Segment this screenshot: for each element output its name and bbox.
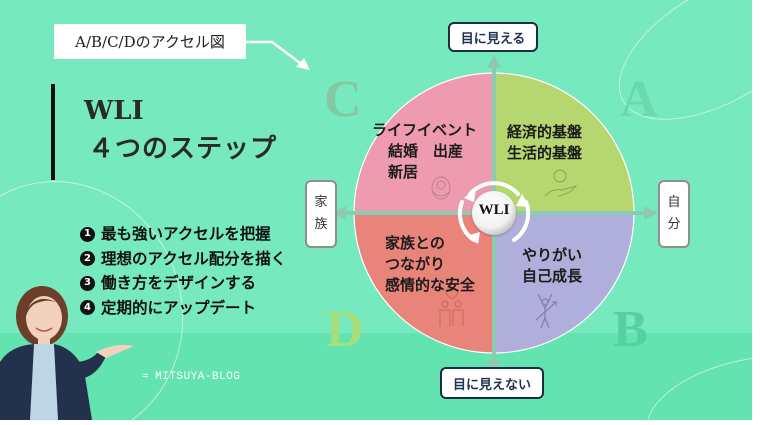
quadrant-top-right [493, 72, 635, 214]
step-label: 最も強いアクセルを把握 [101, 224, 271, 243]
quadrant-diagram [332, 54, 658, 374]
title-accent-bar [51, 84, 55, 180]
quadrant-letter-b: B [613, 301, 648, 358]
quadrant-bottom-right [493, 212, 635, 354]
brand-watermark: ≈ MITSUYA-BLOG [142, 371, 240, 383]
axis-char: 分 [667, 217, 681, 232]
steps-list: 1 最も強いアクセルを把握 2 理想のアクセル配分を描く 3 働き方をデザインする 4… [80, 222, 286, 320]
logo-icon: ≈ [142, 371, 150, 383]
page-title: WLI ４つのステップ [84, 92, 277, 168]
step-number-icon: 3 [80, 275, 95, 291]
axis-char: 族 [314, 217, 328, 232]
quadrant-line: ライフイベント [372, 121, 478, 139]
brand-label: MITSUYA-BLOG [155, 371, 241, 383]
quadrant-bottom-left [353, 212, 495, 354]
step-label: 理想のアクセル配分を描く [101, 248, 287, 268]
quadrant-line: やりがい [522, 246, 583, 264]
title-line-1: WLI [84, 96, 144, 126]
step-item: 1 最も強いアクセルを把握 [80, 222, 286, 247]
axis-label-left: 家 族 [305, 180, 337, 248]
quadrant-letter-d: D [326, 301, 364, 358]
quadrant-text-top-right: 経済的基盤 生活的基盤 [507, 122, 582, 164]
step-item: 2 理想のアクセル配分を描く [80, 247, 286, 272]
callout-arrow-icon [244, 40, 310, 70]
baby-icon [431, 176, 451, 200]
quadrant-line: 新居 [388, 163, 419, 181]
quadrant-top-left [353, 72, 495, 214]
quadrant-line: 生活的基盤 [507, 144, 583, 162]
step-label: 働き方をデザインする [101, 273, 257, 292]
axis-label-top: 目に見える [448, 22, 538, 52]
quadrant-text-top-left: ライフイベント 結婚 出産 新居 [372, 120, 477, 183]
quadrant-line: 結婚 出産 [388, 142, 464, 160]
presenter-illustration [0, 286, 134, 420]
couple-heart-icon [439, 288, 464, 326]
step-number-icon: 4 [80, 300, 95, 316]
quadrant-line: 経済的基盤 [507, 123, 583, 141]
money-hand-icon [544, 169, 578, 197]
callout-label: A/B/C/Dのアクセル図 [54, 24, 246, 59]
axis-char: 自 [667, 195, 681, 210]
center-wli-label: WLI [478, 202, 510, 218]
slide-canvas: A/B/C/Dのアクセル図 WLI ４つのステップ 1 最も強いアクセルを把握 2… [0, 0, 752, 420]
step-label: 定期的にアップデート [101, 297, 257, 317]
quadrant-text-bottom-right: やりがい 自己成長 [522, 245, 582, 287]
growth-person-icon [535, 293, 557, 329]
axis-label-right: 自 分 [658, 180, 690, 248]
step-item: 3 働き方をデザインする [80, 271, 286, 296]
step-number-icon: 2 [80, 251, 95, 267]
quadrant-letter-c: C [324, 71, 362, 128]
step-item: 4 定期的にアップデート [80, 296, 286, 321]
step-number-icon: 1 [80, 226, 95, 242]
quadrant-text-bottom-left: 家族との つながり 感情的な安全 [385, 233, 475, 296]
quadrant-line: 自己成長 [522, 267, 583, 285]
quadrant-line: 家族との [385, 234, 445, 252]
title-line-2: ４つのステップ [88, 134, 278, 164]
quadrant-line: 感情的な安全 [385, 276, 476, 294]
axis-label-bottom: 目に見えない [440, 367, 544, 399]
quadrant-line: つながり [385, 255, 446, 273]
axis-char: 家 [314, 195, 328, 210]
quadrant-letter-a: A [620, 71, 658, 128]
